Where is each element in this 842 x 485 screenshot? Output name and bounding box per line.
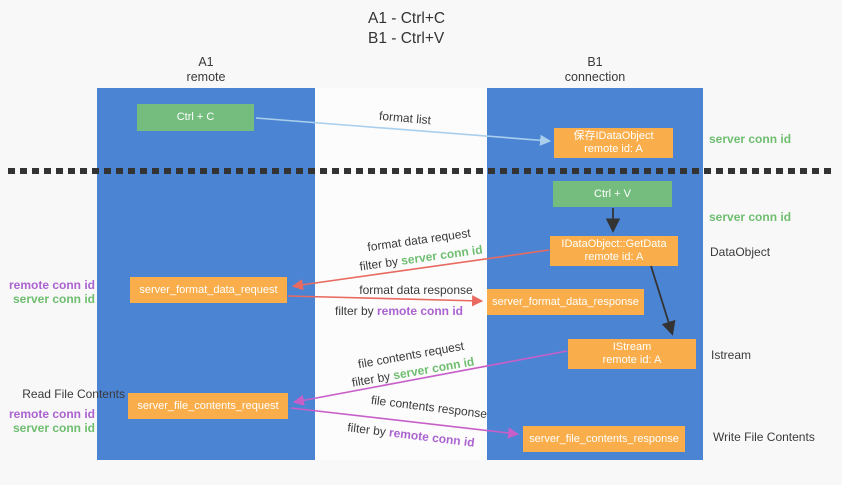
node-idataobject-getdata-line1: IDataObject::GetData [561,238,667,250]
column-b-subtitle: connection [564,70,626,84]
diagram-title: A1 - Ctrl+C B1 - Ctrl+V [368,9,445,49]
machine-boundary-dotted-line [8,168,834,174]
node-ctrl-v: Ctrl + V [553,181,672,207]
node-save-idataobject: 保存IDataObject remote id: A [554,128,673,158]
column-b-id: B1 [587,55,603,69]
node-server-file-contents-response-label: server_file_contents_response [529,432,679,445]
edge-label-format-data-response-filter: filter by remote conn id [335,304,463,318]
column-b-header: B1 connection [487,55,703,85]
column-a-subtitle: remote [186,70,226,84]
node-idataobject-getdata: IDataObject::GetData remote id: A [550,236,678,266]
label-istream: Istream [711,348,752,362]
title-line-2: B1 - Ctrl+V [368,30,445,47]
node-ctrl-v-label: Ctrl + V [594,187,631,200]
node-server-file-contents-response: server_file_contents_response [523,426,685,452]
label-dataobject: DataObject [710,245,771,259]
node-idataobject-getdata-line2: remote id: A [584,251,644,263]
filter-key-remote-conn-id: remote conn id [377,304,464,318]
column-a-id: A1 [198,55,214,69]
node-server-file-contents-request-label: server_file_contents_request [137,399,279,412]
node-server-format-data-response-label: server_format_data_response [492,295,639,308]
node-server-format-data-response: server_format_data_response [487,289,644,315]
node-istream-line1: IStream [612,341,652,353]
label-remote-conn-id-left-top: remote conn id [8,278,95,292]
node-save-idataobject-line1: 保存IDataObject [573,130,654,142]
node-server-format-data-request-label: server_format_data_request [139,283,278,296]
filter-by-prefix: filter by [334,304,377,318]
label-server-conn-id-left-top: server conn id [12,292,95,306]
node-server-file-contents-request: server_file_contents_request [128,393,288,419]
label-server-conn-id-left-bottom: server conn id [12,421,95,435]
label-read-file-contents: Read File Contents [22,387,125,401]
node-save-idataobject-line2: remote id: A [584,143,643,155]
node-server-format-data-request: server_format_data_request [130,277,287,303]
node-ctrl-c-label: Ctrl + C [176,111,215,123]
node-istream-line2: remote id: A [602,354,662,366]
label-server-conn-id-right-top: server conn id [709,132,792,146]
label-write-file-contents: Write File Contents [713,430,815,444]
node-ctrl-c: Ctrl + C [137,104,254,131]
node-istream: IStream remote id: A [568,339,696,369]
label-server-conn-id-right-mid: server conn id [709,210,792,224]
title-line-1: A1 - Ctrl+C [368,10,446,27]
column-a-header: A1 remote [97,55,315,85]
edge-label-format-data-response: format data response [359,283,473,297]
label-remote-conn-id-left-bottom: remote conn id [8,407,95,421]
